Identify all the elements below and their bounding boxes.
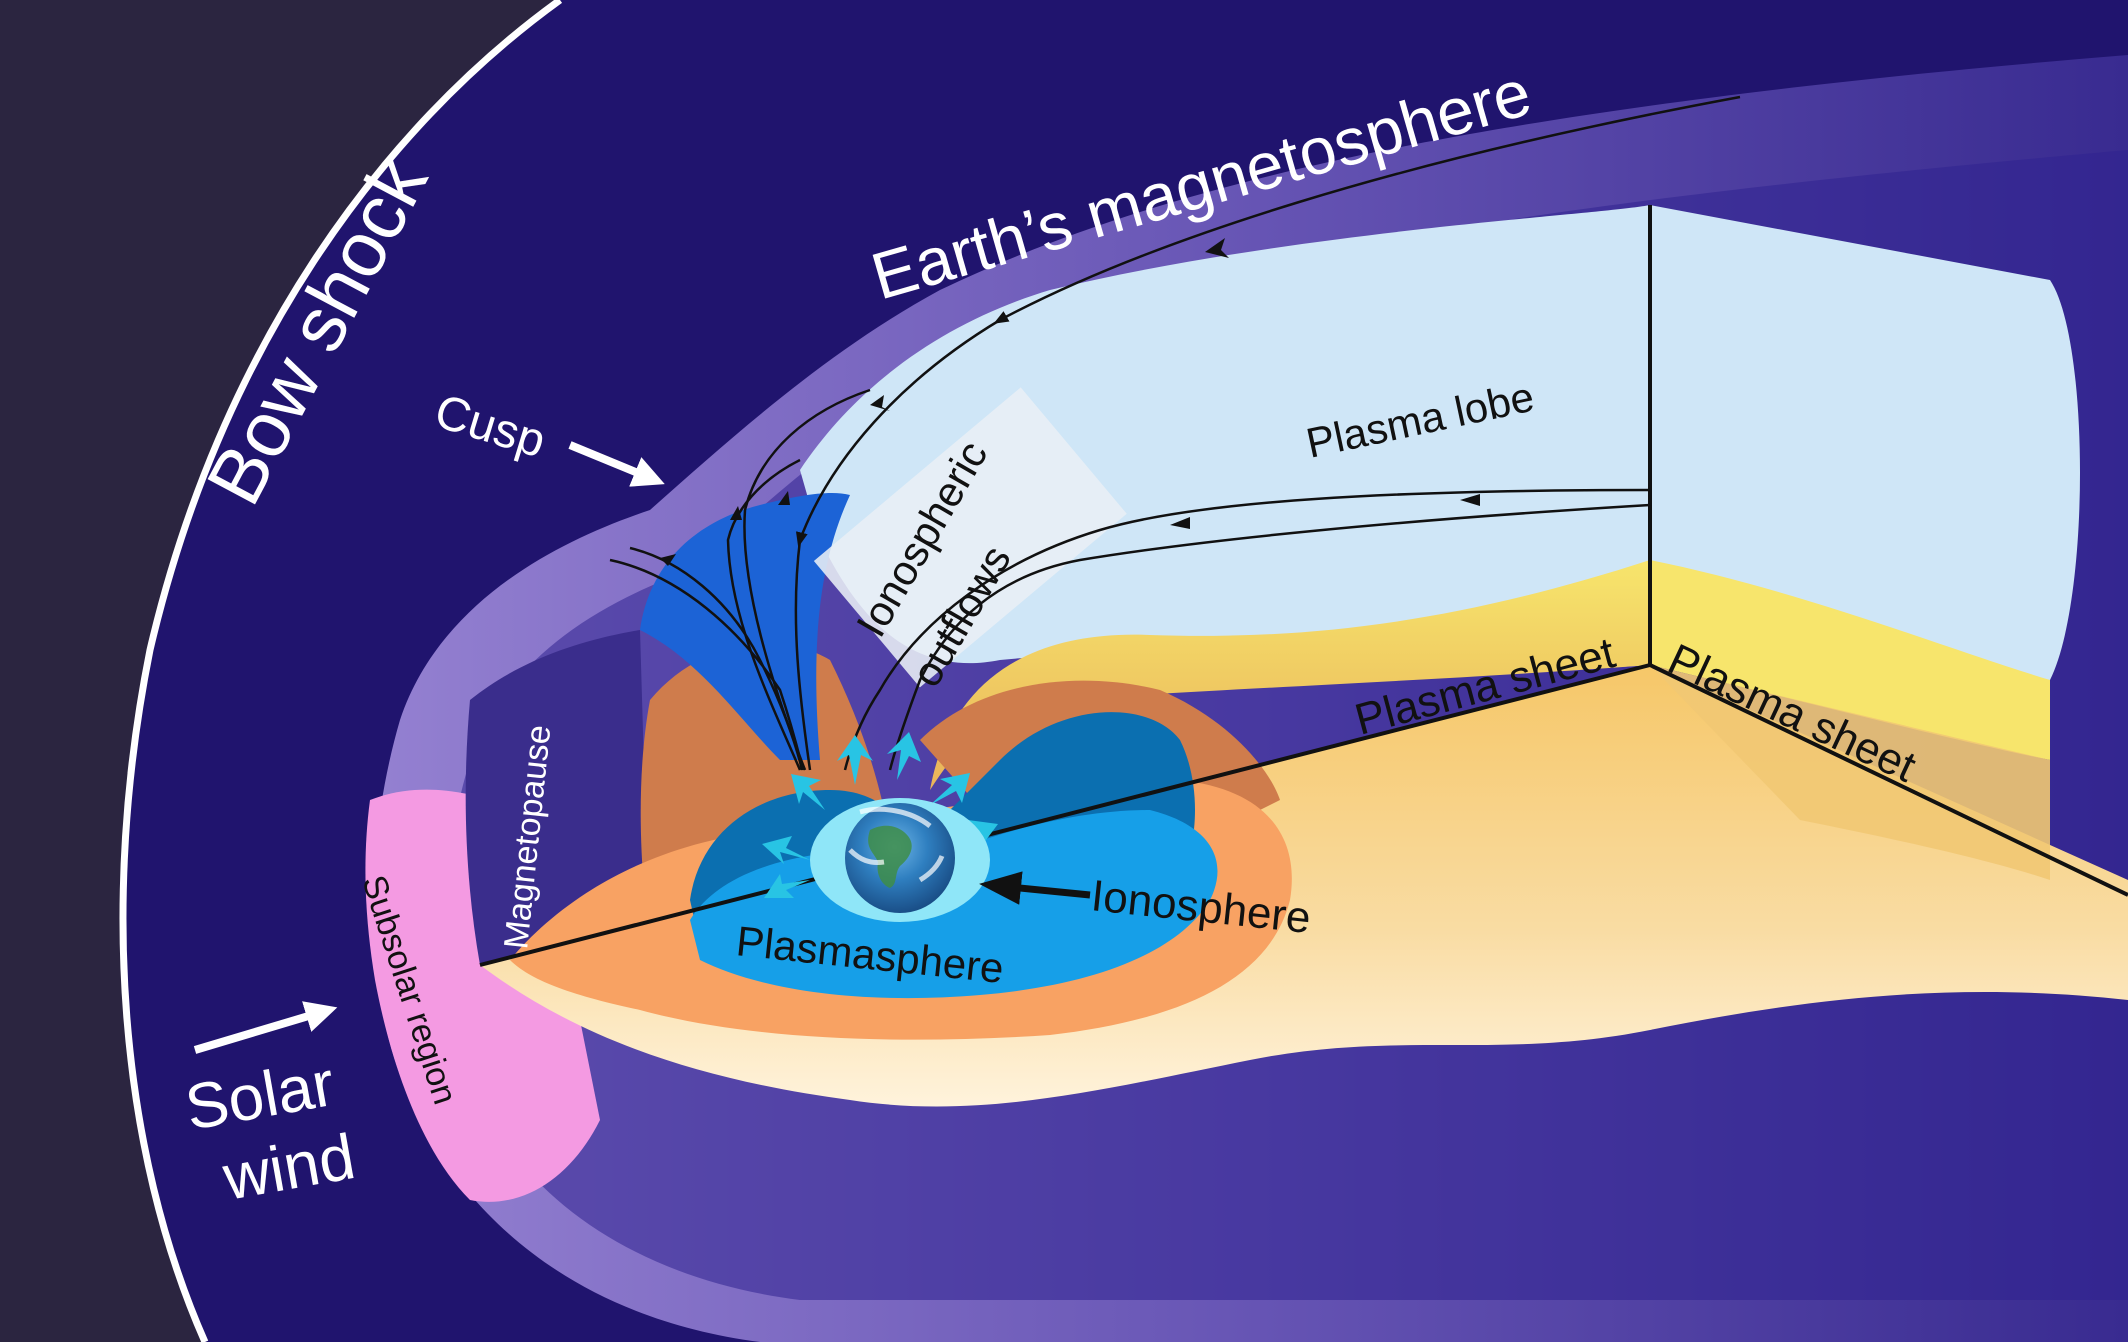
cusp-arrow xyxy=(568,441,665,487)
ionosphere-pointer xyxy=(979,871,1091,905)
ionospheric-outflow-arrows xyxy=(762,732,998,898)
cutaway-edge-floor-right xyxy=(1649,663,2128,897)
field-lines xyxy=(609,95,1741,771)
bow-shock-line xyxy=(119,0,563,1342)
earth-landmass xyxy=(868,825,912,888)
plasma-lobe-wall xyxy=(800,205,2080,680)
field-line-arrows xyxy=(660,238,1480,566)
earth-clouds xyxy=(848,806,945,883)
plasma-sheet-wall xyxy=(930,560,1650,790)
plasma-sheet-side xyxy=(1650,560,2050,760)
solar-wind-arrow xyxy=(193,1001,338,1054)
cutaway-edge-floor-left xyxy=(479,663,1651,967)
plasma-sheet-side-lower xyxy=(1650,665,2050,880)
